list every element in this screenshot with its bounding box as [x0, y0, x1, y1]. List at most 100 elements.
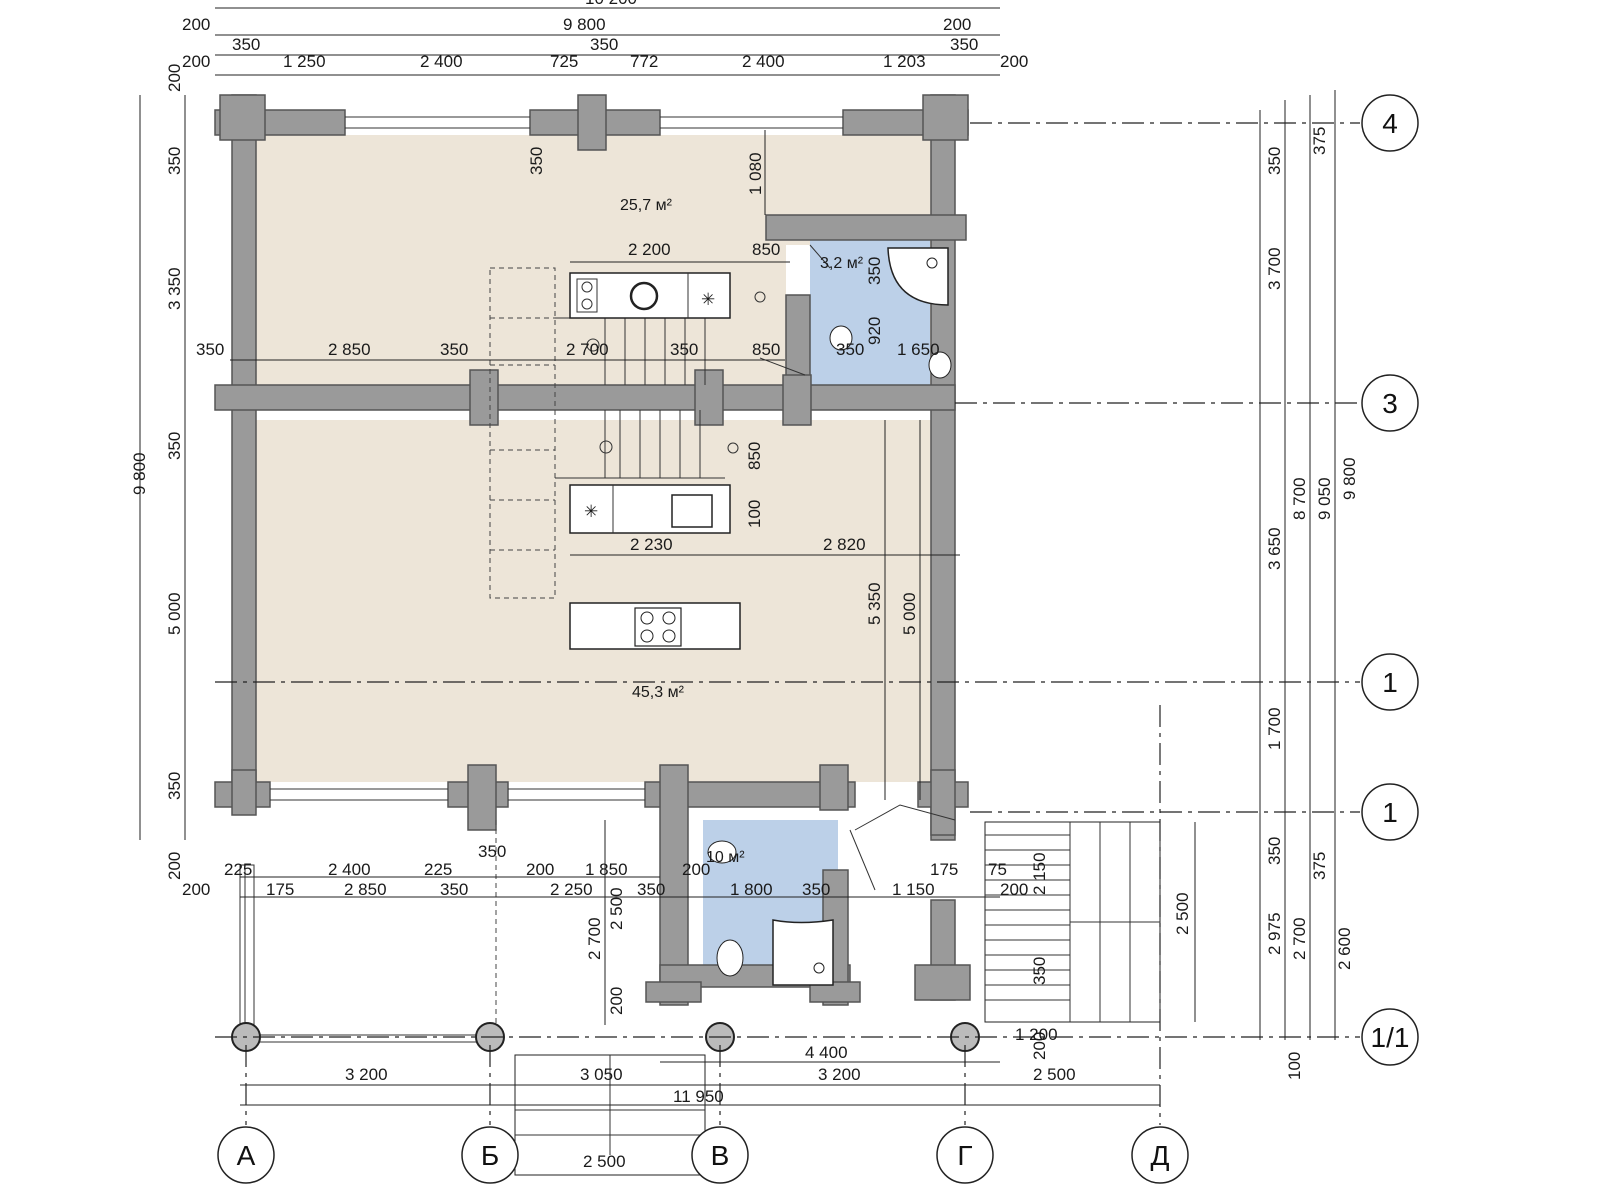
- room-area-upper: 25,7 м²: [620, 197, 673, 214]
- dim-porch-v-2: 2 500: [607, 887, 626, 930]
- dim-porch-r2-8: 350: [802, 880, 830, 899]
- dim-inner-2820: 2 820: [823, 535, 866, 554]
- dim-inner-850-a: 850: [752, 340, 780, 359]
- dim-porch-bit-2: 75: [988, 860, 1007, 879]
- svg-text:✳: ✳: [701, 290, 715, 309]
- dim-porch-v-4: 2 150: [1030, 852, 1049, 895]
- dim-porch-r2-5: 2 250: [550, 880, 593, 899]
- svg-text:Д: Д: [1151, 1140, 1170, 1171]
- dim-row4-4: 725: [550, 52, 578, 71]
- dim-porch-r2-4: 350: [440, 880, 468, 899]
- dim-porch-v-3: 200: [607, 987, 626, 1015]
- dim-porch-bit-4: 1 200: [1015, 1025, 1058, 1044]
- dim-inner-920: 920: [865, 317, 884, 345]
- dim-porch-bit-1: 175: [930, 860, 958, 879]
- kitchen-counter-lower: ✳: [569, 484, 731, 534]
- dim-right-c2-1: 375: [1310, 127, 1329, 155]
- svg-text:Г: Г: [957, 1140, 972, 1171]
- axis-bubble-1-b: 1: [1361, 783, 1419, 841]
- dim-inner-1080: 1 080: [746, 152, 765, 195]
- lower-bath-fixtures: [707, 840, 834, 986]
- windows: [270, 116, 843, 801]
- dim-left-seg-1: 200: [165, 64, 184, 92]
- dim-porch-r1-4: 350: [478, 842, 506, 861]
- svg-text:4: 4: [1382, 108, 1398, 139]
- dim-top-mid: 9 800: [563, 15, 606, 34]
- dim-left-seg-6: 350: [165, 772, 184, 800]
- dim-bottom-4: 2 500: [1033, 1065, 1076, 1084]
- side-steps: [984, 821, 1161, 1023]
- dim-row4-1: 200: [182, 52, 210, 71]
- dim-porch-v-6: 2 500: [1173, 892, 1192, 935]
- dim-left-seg-5: 5 000: [165, 592, 184, 635]
- svg-text:Б: Б: [481, 1140, 499, 1171]
- dim-porch-r1-5: 200: [526, 860, 554, 879]
- dim-porch-r1-6: 1 850: [585, 860, 628, 879]
- dim-right-c1-7: 100: [1285, 1052, 1304, 1080]
- dim-inner-850-v: 850: [745, 442, 764, 470]
- dim-right-c1-2: 3 700: [1265, 247, 1284, 290]
- svg-text:3: 3: [1382, 388, 1398, 419]
- axis-lines: [215, 122, 1360, 1125]
- walls: [214, 94, 971, 1006]
- axis-bubble-v: В: [691, 1126, 749, 1184]
- dim-left-seg-3: 3 350: [165, 267, 184, 310]
- dim-inner-100-v: 100: [745, 500, 764, 528]
- room-area-lower: 45,3 м²: [632, 684, 685, 701]
- dim-inner-2850: 2 850: [328, 340, 371, 359]
- dim-top-right-wall: 200: [943, 15, 971, 34]
- kitchen-counter-upper: ✳: [569, 272, 731, 319]
- dim-porch-r2-2: 175: [266, 880, 294, 899]
- dim-bottom-overall: 11 950: [673, 1087, 724, 1106]
- dim-porch-r2-9: 1 150: [892, 880, 935, 899]
- dim-row4-6: 2 400: [742, 52, 785, 71]
- dim-right-c1-1: 350: [1265, 147, 1284, 175]
- dim-overall-top: 10 200: [585, 0, 637, 8]
- dim-top-left-wall: 200: [182, 15, 210, 34]
- axis-bubble-b: Б: [461, 1126, 519, 1184]
- terrace: [239, 820, 497, 1043]
- svg-text:1/1: 1/1: [1371, 1022, 1410, 1053]
- svg-text:1: 1: [1382, 667, 1398, 698]
- svg-text:В: В: [711, 1140, 730, 1171]
- dim-row4-5: 772: [630, 52, 658, 71]
- dim-row3-1: 350: [232, 35, 260, 54]
- dim-porch-r2-6: 350: [637, 880, 665, 899]
- dim-inner-5000: 5 000: [900, 592, 919, 635]
- dim-inner-2700: 2 700: [566, 340, 609, 359]
- dim-inner-2230: 2 230: [630, 535, 673, 554]
- dim-porch-r1-2: 2 400: [328, 860, 371, 879]
- dim-right-c1-6: 2 975: [1265, 912, 1284, 955]
- doors: [759, 357, 956, 891]
- dim-right-c1-5: 350: [1265, 837, 1284, 865]
- dim-right-c3-2: 2 600: [1335, 927, 1354, 970]
- svg-text:✳: ✳: [584, 502, 598, 521]
- axis-bubble-g: Г: [936, 1126, 994, 1184]
- dim-porch-r1-7: 200: [682, 860, 710, 879]
- dim-porch-v-7: 200: [1030, 1032, 1049, 1060]
- dimension-lines: [139, 7, 1336, 1106]
- upper-bath-fixtures: [809, 244, 952, 379]
- dim-right-c1-3: 3 650: [1265, 527, 1284, 570]
- axis-bubble-1-1: 1/1: [1361, 1008, 1419, 1066]
- dim-bottom-2: 3 050: [580, 1065, 623, 1084]
- dim-row3-2: 350: [590, 35, 618, 54]
- axis-bubble-a: А: [217, 1126, 275, 1184]
- dim-right-c2-3: 375: [1310, 852, 1329, 880]
- dim-porch-r2-3: 2 850: [344, 880, 387, 899]
- dim-inner-1650: 1 650: [897, 340, 940, 359]
- dim-left-seg-2: 350: [165, 147, 184, 175]
- dim-row4-7: 1 203: [883, 52, 926, 71]
- dim-porch-r2-7: 1 800: [730, 880, 773, 899]
- room-area-lower-bath: 10 м²: [706, 849, 745, 866]
- dim-inner-350-a: 350: [196, 340, 224, 359]
- dim-row4-3: 2 400: [420, 52, 463, 71]
- dim-row3-3: 350: [950, 35, 978, 54]
- kitchen-island-cooktop: [569, 602, 741, 650]
- dim-inner-850-b: 850: [752, 240, 780, 259]
- dim-right-c4-1: 9 800: [1340, 457, 1359, 500]
- dim-right-c2-2: 8 700: [1290, 477, 1309, 520]
- dim-porch-r1-1: 225: [224, 860, 252, 879]
- dim-row4-8: 200: [1000, 52, 1028, 71]
